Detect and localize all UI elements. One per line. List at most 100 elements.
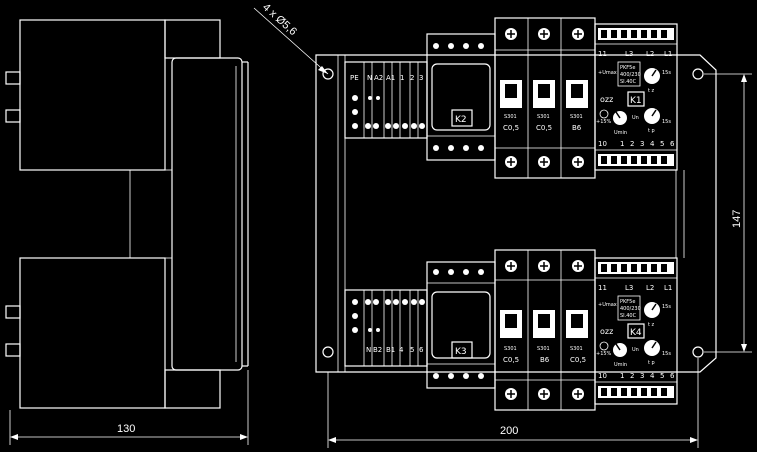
mount-hole-br <box>692 346 704 358</box>
hole-callout-label: 4 x Ø5,6 <box>260 1 299 38</box>
k1-bterm-10: 10 <box>598 140 607 148</box>
k4-tz: t z <box>648 322 655 328</box>
terminal-1: 1 <box>400 74 404 82</box>
k1-bterm-6: 6 <box>670 140 675 148</box>
breaker-l2-rating: B6 <box>540 356 550 364</box>
terminal-b2: B2 <box>373 346 382 354</box>
relay-k4: 11 L3 L2 L1 +Umax PKF5e 400/230 SI.40C 1… <box>594 257 678 405</box>
k1-umax: +Umax <box>598 70 617 76</box>
width-label: 200 <box>500 425 518 437</box>
terminal-a2: A2 <box>374 74 383 82</box>
k1-model: PKF5e <box>620 65 635 71</box>
contactor-k3: K3 <box>426 261 496 389</box>
dimension-width: 200 <box>327 358 699 448</box>
k1-ozz: ozz <box>600 95 613 104</box>
k4-term-l2: L2 <box>646 284 654 292</box>
k4-pct: +15% <box>596 351 612 357</box>
depth-label: 130 <box>117 423 135 435</box>
upper-connector-1 <box>5 71 21 85</box>
lower-connector-2 <box>5 343 21 357</box>
terminal-n-lower: N <box>366 346 371 354</box>
side-panel <box>171 57 243 371</box>
breaker-u2-model: S301 <box>537 114 550 120</box>
k4-sec: 15s <box>662 304 671 310</box>
breaker-u3-model: S301 <box>570 114 583 120</box>
breaker-u2-rating: C0,5 <box>536 124 552 132</box>
breaker-u1-rating: C0,5 <box>503 124 519 132</box>
mount-hole-bl <box>322 346 334 358</box>
k1-term-l1: L1 <box>664 50 672 58</box>
k4-umax: +Umax <box>598 302 617 308</box>
breaker-l2-model: S301 <box>537 346 550 352</box>
hole-callout: 4 x Ø5,6 <box>253 1 329 75</box>
k4-term-l1: L1 <box>664 284 672 292</box>
breaker-l1-rating: C0,5 <box>503 356 519 364</box>
k4-label: K4 <box>630 328 642 338</box>
k3-label: K3 <box>455 347 467 357</box>
k2-label: K2 <box>455 115 467 125</box>
k1-term-l3: L3 <box>625 50 633 58</box>
k4-bterm-6: 6 <box>670 372 675 380</box>
k1-sec: 15s <box>662 70 671 76</box>
k1-term-l2: L2 <box>646 50 654 58</box>
k4-bterm-2: 2 <box>630 372 634 380</box>
k1-tz: t z <box>648 88 655 94</box>
lower-side-block <box>19 257 166 409</box>
breaker-l3-rating: C0,5 <box>570 356 586 364</box>
k4-un: Un <box>632 347 639 353</box>
k1-bterm-3: 3 <box>640 140 644 148</box>
k4-bterm-4: 4 <box>650 372 655 380</box>
terminal-pe: PE <box>350 74 359 82</box>
k1-tp: t p <box>648 128 655 134</box>
k4-sub: SI.40C <box>620 313 637 319</box>
k1-sec2: 15s <box>662 119 671 125</box>
dimension-height: 147 <box>704 73 752 353</box>
k1-bterm-5: 5 <box>660 140 664 148</box>
k1-bterm-4: 4 <box>650 140 655 148</box>
k1-pct: +15% <box>596 119 612 125</box>
k1-term-11: 11 <box>598 50 607 58</box>
terminal-3: 3 <box>419 74 423 82</box>
lower-breakers: S301 S301 S301 C0,5 B6 C0,5 <box>494 249 596 411</box>
upper-connector-2 <box>5 109 21 123</box>
k4-ozz: ozz <box>600 327 613 336</box>
breaker-l3-model: S301 <box>570 346 583 352</box>
k1-voltage: 400/230 <box>620 72 641 78</box>
k4-bterm-5: 5 <box>660 372 664 380</box>
upper-side-bracket <box>164 19 221 59</box>
relay-k1: 11 L3 L2 L1 +Umax PKF5e 400/230 SI.40C 1… <box>594 23 678 171</box>
terminal-5: 5 <box>410 346 414 354</box>
upper-terminal-strip: PE N A2 A1 1 2 3 <box>344 61 428 139</box>
terminal-6: 6 <box>419 346 424 354</box>
breaker-l1-model: S301 <box>504 346 517 352</box>
breaker-u3-rating: B6 <box>572 124 582 132</box>
lower-terminal-strip: N B2 B1 4 5 6 <box>344 289 428 367</box>
k1-label: K1 <box>630 96 642 106</box>
terminal-b1: B1 <box>386 346 395 354</box>
lower-side-bracket <box>164 369 221 409</box>
k4-term-l3: L3 <box>625 284 633 292</box>
k1-umin: Umin <box>614 130 627 136</box>
k4-sec2: 15s <box>662 351 671 357</box>
terminal-n: N <box>367 74 372 82</box>
mounting-plate <box>315 54 717 373</box>
k4-model: PKF5e <box>620 299 635 305</box>
k1-un: Un <box>632 115 639 121</box>
upper-side-block <box>19 19 166 171</box>
terminal-2: 2 <box>410 74 414 82</box>
lower-connector-1 <box>5 305 21 319</box>
terminal-a1: A1 <box>386 74 395 82</box>
height-label: 147 <box>731 210 743 228</box>
front-view: PE N A2 A1 1 2 3 <box>315 17 717 411</box>
k4-bterm-3: 3 <box>640 372 644 380</box>
contactor-k2: K2 <box>426 33 496 161</box>
k4-tp: t p <box>648 360 655 366</box>
terminal-4: 4 <box>399 346 404 354</box>
upper-breakers: S301 S301 S301 C0,5 C0,5 B6 <box>494 17 596 179</box>
k1-sub: SI.40C <box>620 79 637 85</box>
k4-bterm-1: 1 <box>620 372 624 380</box>
side-view <box>5 19 249 409</box>
k4-umin: Umin <box>614 362 627 368</box>
k4-bterm-10: 10 <box>598 372 607 380</box>
